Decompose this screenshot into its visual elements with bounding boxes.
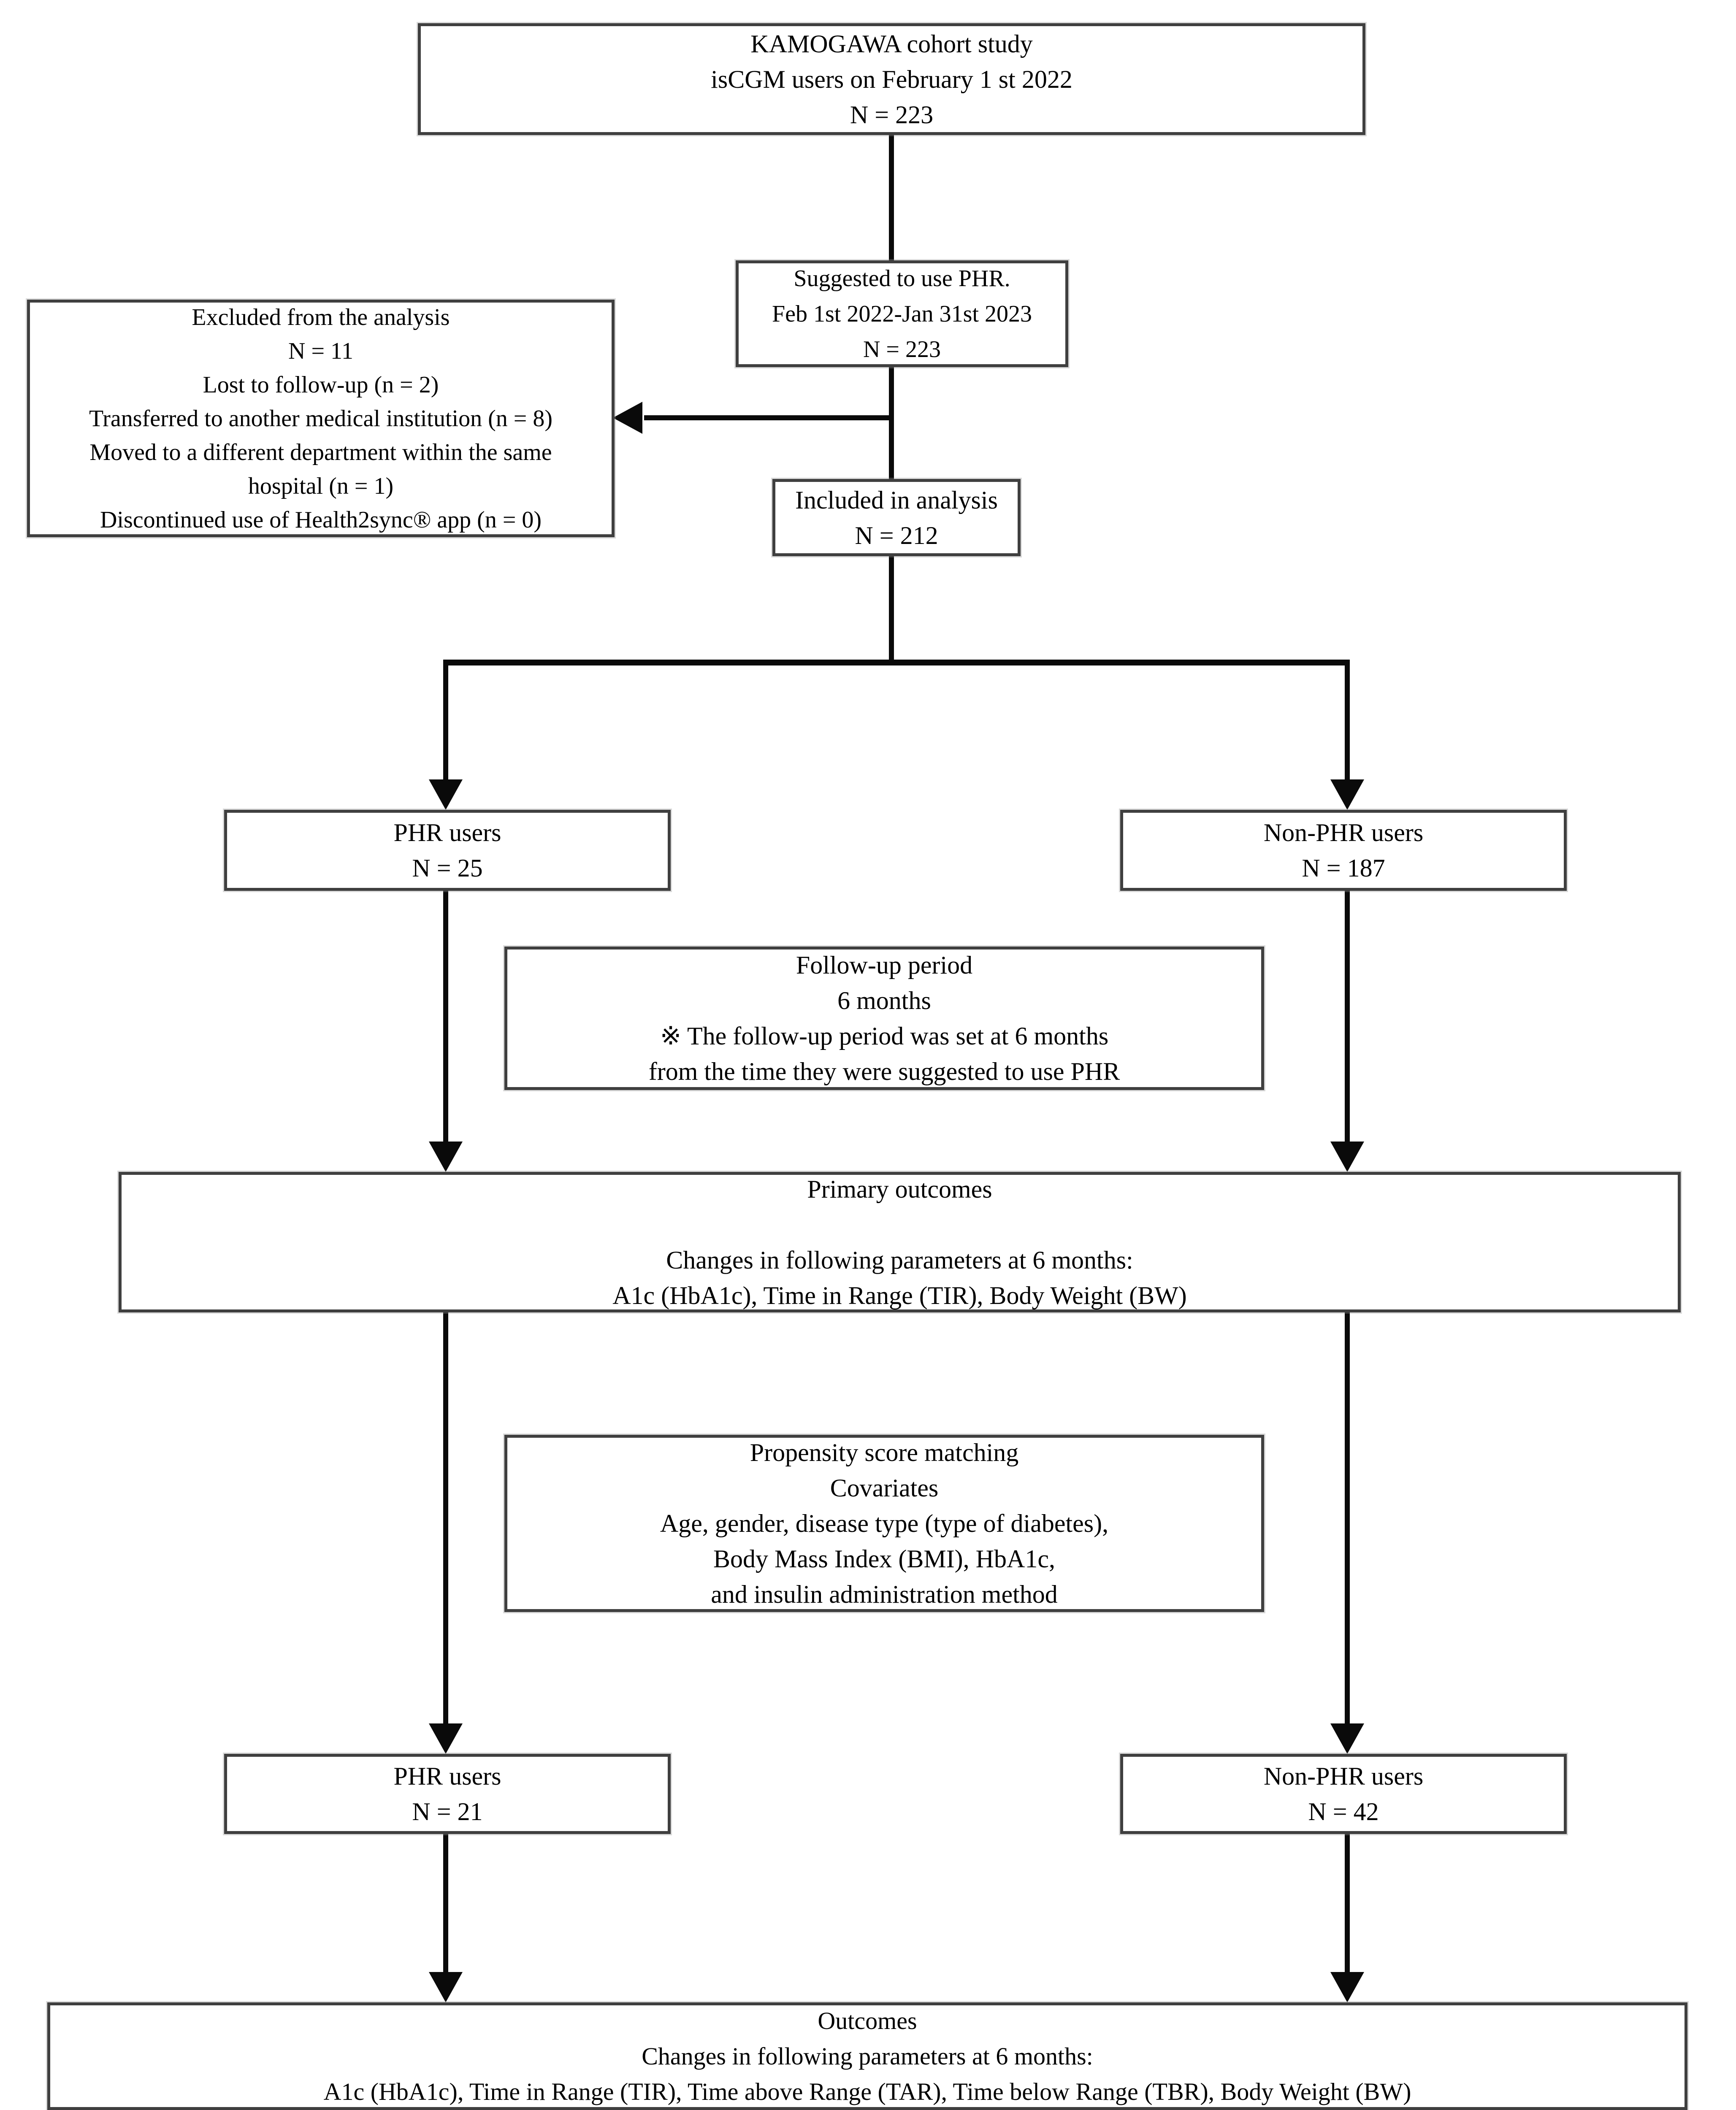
flow-line-phr-matched-to-outcomes: [443, 1833, 448, 1975]
box-line: N = 223: [863, 336, 941, 362]
box-line: Lost to follow-up (n = 2): [203, 371, 439, 398]
arrowhead-left-excluded: [613, 402, 642, 434]
box-followup-period: Follow-up period 6 months ※ The follow-u…: [504, 947, 1264, 1090]
box-line: Follow-up period: [796, 951, 973, 979]
box-line: N = 42: [1308, 1798, 1379, 1826]
box-line: KAMOGAWA cohort study: [750, 30, 1033, 58]
flow-split-bar: [443, 660, 1350, 665]
arrowhead-down-phr-matched: [429, 1723, 463, 1754]
arrowhead-down-outcomes-right: [1330, 1972, 1364, 2002]
box-phr-users-matched: PHR users N = 21: [224, 1754, 671, 1834]
flow-line-nonphr-to-primary: [1345, 891, 1350, 1144]
box-line: [122, 1207, 1678, 1242]
flow-line-to-excluded: [644, 415, 891, 420]
box-line: Discontinued use of Health2sync® app (n …: [100, 506, 542, 533]
box-line: 6 months: [837, 987, 931, 1014]
arrowhead-down-nonphr-matched: [1330, 1723, 1364, 1754]
box-suggested-phr: Suggested to use PHR. Feb 1st 2022-Jan 3…: [736, 260, 1068, 367]
flow-line-primary-to-phr-matched: [443, 1312, 448, 1726]
box-line: PHR users: [393, 1762, 501, 1790]
box-line: Primary outcomes: [807, 1175, 992, 1203]
box-line: Feb 1st 2022-Jan 31st 2023: [772, 300, 1032, 327]
box-line: PHR users: [393, 819, 501, 847]
box-line: from the time they were suggested to use…: [648, 1058, 1120, 1085]
flow-line-suggested-to-included: [889, 366, 894, 480]
flow-line-top-to-suggested: [889, 134, 894, 261]
box-line: Suggested to use PHR.: [794, 265, 1010, 292]
box-line: A1c (HbA1c), Time in Range (TIR), Body W…: [612, 1281, 1187, 1309]
box-line: Transferred to another medical instituti…: [89, 405, 552, 432]
flow-line-split-to-nonphr-initial: [1345, 660, 1350, 782]
box-line: Moved to a different department within t…: [89, 439, 552, 465]
arrowhead-down-primary-left: [429, 1142, 463, 1172]
box-included-in-analysis: Included in analysis N = 212: [772, 479, 1021, 556]
box-line: Changes in following parameters at 6 mon…: [666, 1246, 1133, 1274]
arrowhead-down-primary-right: [1330, 1142, 1364, 1172]
box-line: hospital (n = 1): [248, 473, 394, 499]
box-line: and insulin administration method: [711, 1580, 1058, 1608]
box-propensity-score-matching: Propensity score matching Covariates Age…: [504, 1435, 1264, 1612]
box-non-phr-users-matched: Non-PHR users N = 42: [1120, 1754, 1567, 1834]
box-line: Non-PHR users: [1263, 1762, 1424, 1790]
box-line: Body Mass Index (BMI), HbA1c,: [713, 1545, 1055, 1573]
box-line: N = 25: [412, 854, 483, 882]
flow-line-nonphr-matched-to-outcomes: [1345, 1833, 1350, 1975]
box-kamogawa-cohort: KAMOGAWA cohort study isCGM users on Feb…: [418, 23, 1365, 135]
box-primary-outcomes: Primary outcomes Changes in following pa…: [119, 1172, 1681, 1312]
flow-line-primary-to-nonphr-matched: [1345, 1312, 1350, 1726]
box-line: Changes in following parameters at 6 mon…: [642, 2042, 1093, 2070]
box-line: N = 223: [850, 100, 934, 129]
flow-line-included-to-split: [889, 555, 894, 663]
box-line: N = 11: [288, 338, 353, 364]
box-line: Outcomes: [818, 2007, 917, 2034]
box-line: ※ The follow-up period was set at 6 mont…: [660, 1022, 1109, 1050]
box-outcomes: Outcomes Changes in following parameters…: [47, 2002, 1687, 2110]
box-line: Age, gender, disease type (type of diabe…: [660, 1509, 1109, 1537]
flow-line-phr-to-primary: [443, 891, 448, 1144]
box-excluded-from-analysis: Excluded from the analysis N = 11 Lost t…: [27, 300, 615, 537]
box-line: Included in analysis: [795, 486, 998, 514]
box-non-phr-users-initial: Non-PHR users N = 187: [1120, 810, 1567, 891]
arrowhead-down-outcomes-left: [429, 1972, 463, 2002]
arrowhead-down-nonphr-initial: [1330, 779, 1364, 810]
box-line: Covariates: [830, 1474, 939, 1502]
box-line: Propensity score matching: [750, 1439, 1019, 1466]
box-phr-users-initial: PHR users N = 25: [224, 810, 671, 891]
box-line: N = 21: [412, 1798, 483, 1826]
box-line: Excluded from the analysis: [192, 304, 450, 330]
box-line: isCGM users on February 1 st 2022: [711, 65, 1072, 93]
box-line: N = 187: [1302, 854, 1385, 882]
arrowhead-down-phr-initial: [429, 779, 463, 810]
box-line: N = 212: [855, 521, 938, 549]
box-line: Non-PHR users: [1263, 819, 1424, 847]
box-line: A1c (HbA1c), Time in Range (TIR), Time a…: [323, 2078, 1411, 2105]
flow-line-split-to-phr-initial: [443, 660, 448, 782]
